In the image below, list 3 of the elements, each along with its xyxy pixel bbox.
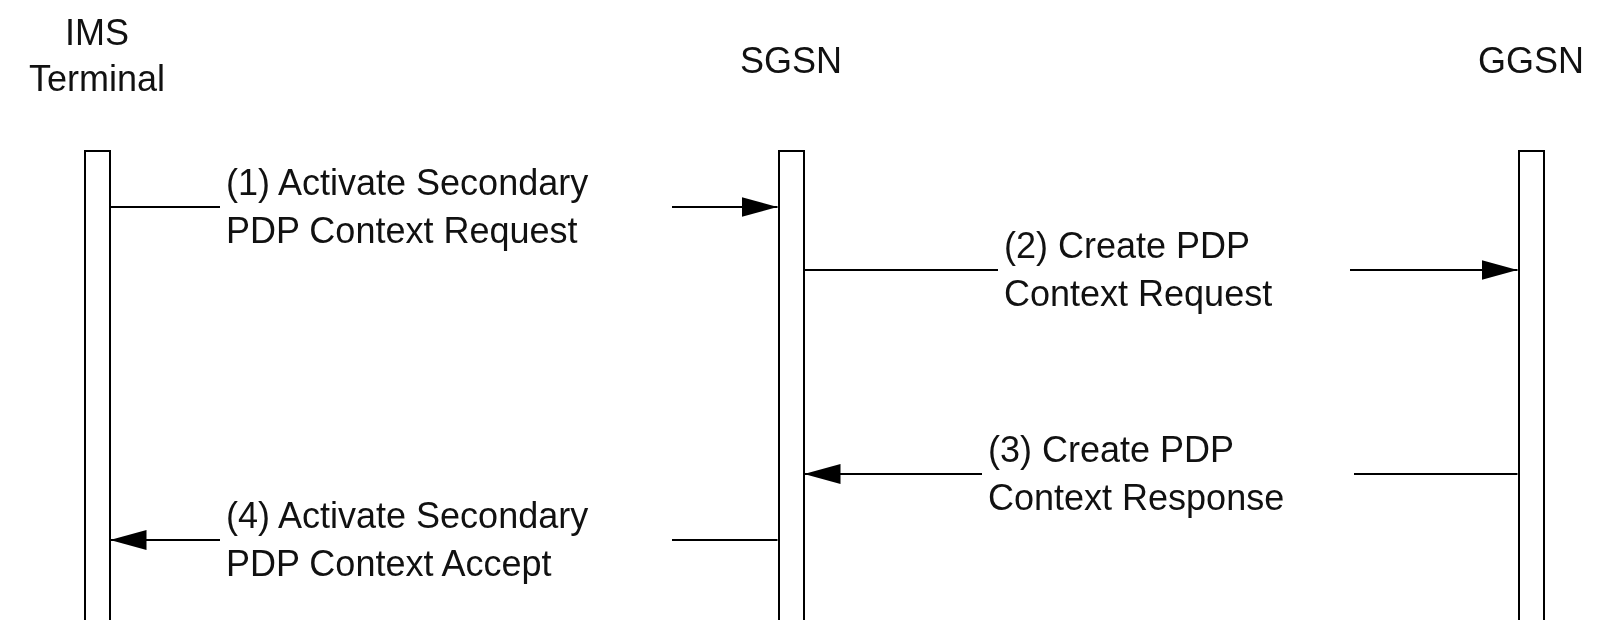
lifeline-heading: SGSN	[739, 39, 843, 83]
lifeline-heading: GGSN	[1477, 39, 1585, 83]
lifeline-heading: IMS Terminal	[27, 11, 166, 101]
